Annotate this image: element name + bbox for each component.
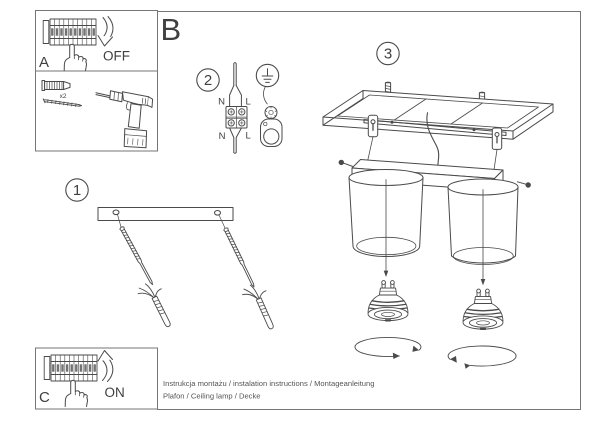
step1-number: 1 (73, 182, 81, 199)
terminal-label-n-in: N (218, 97, 225, 108)
step2-number: 2 (204, 72, 212, 89)
ground-clamp (260, 86, 283, 147)
footer-line2: Plafon / Ceiling lamp / Decke (163, 392, 261, 401)
bar-hole-left (112, 209, 120, 216)
terminal-block (225, 106, 248, 129)
on-label: ON (105, 385, 125, 400)
step3-assembly-diagram (322, 41, 554, 369)
section-b-label: B (161, 12, 182, 47)
off-arrow-icon (97, 16, 114, 47)
circuit-breaker-icon (43, 354, 98, 382)
canopy-screw-left (338, 159, 353, 167)
terminal-label-n-out: N (219, 131, 226, 142)
canopy-screw-right (517, 181, 531, 188)
output-cable (229, 127, 242, 154)
bar-hole-right (214, 210, 221, 216)
step1-badge (65, 178, 89, 202)
power-on-step (43, 350, 114, 407)
power-cable (426, 112, 440, 170)
box-tools-frame (35, 70, 158, 152)
step3-badge (376, 41, 400, 66)
step1-mounting-diagram (65, 178, 282, 335)
tools-needed (41, 80, 154, 149)
anchor-quantity-label: x2 (60, 93, 67, 100)
terminal-label-l-in: L (246, 97, 251, 108)
bulb-insert-guide-left (383, 179, 389, 277)
mounting-bar (97, 207, 234, 221)
off-label: OFF (103, 49, 130, 64)
terminal-label-l-out: L (246, 131, 251, 142)
drill-icon (95, 90, 154, 149)
mounting-bracket (363, 114, 507, 150)
box-c-label: C (39, 389, 50, 406)
on-arrow-icon (97, 350, 114, 382)
screw-icon (42, 98, 82, 107)
wall-anchor-icon (41, 80, 71, 91)
step2-wiring-diagram (196, 62, 283, 154)
rotation-arrow-icon (447, 345, 517, 369)
power-off-step (42, 16, 114, 71)
step3-number: 3 (384, 46, 392, 63)
footer-line1: Instrukcja montażu / instalation instruc… (163, 379, 374, 388)
step2-badge (196, 68, 220, 92)
supply-cable (229, 62, 242, 107)
rotation-arrow-icon (354, 337, 422, 359)
box-a-label: A (39, 54, 49, 71)
box-c-frame (35, 347, 158, 410)
earth-symbol-icon (255, 63, 280, 88)
bulb-insert-guide-right (480, 189, 486, 286)
circuit-breaker-icon (42, 18, 97, 46)
